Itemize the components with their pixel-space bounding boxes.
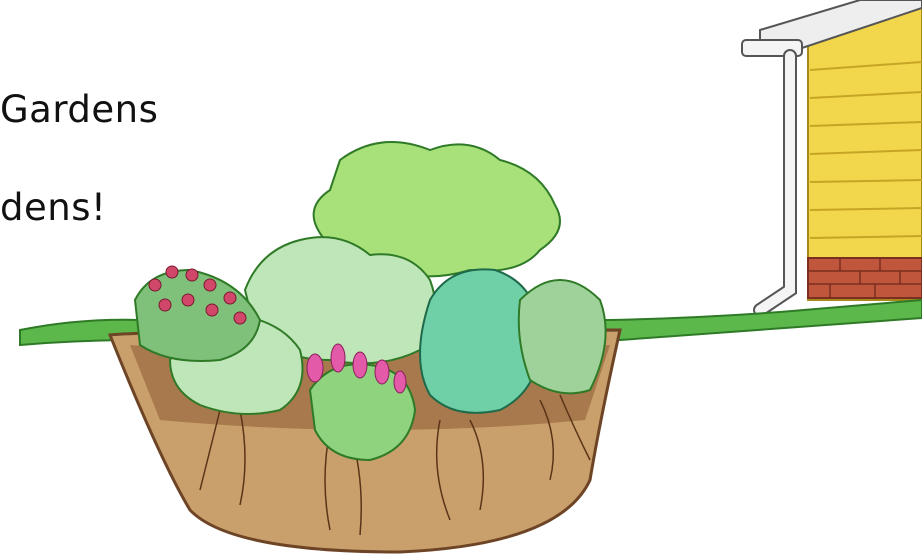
house [742,0,922,310]
ornamental-grass [519,280,606,393]
brick-foundation [808,258,922,298]
downspout [760,56,790,310]
